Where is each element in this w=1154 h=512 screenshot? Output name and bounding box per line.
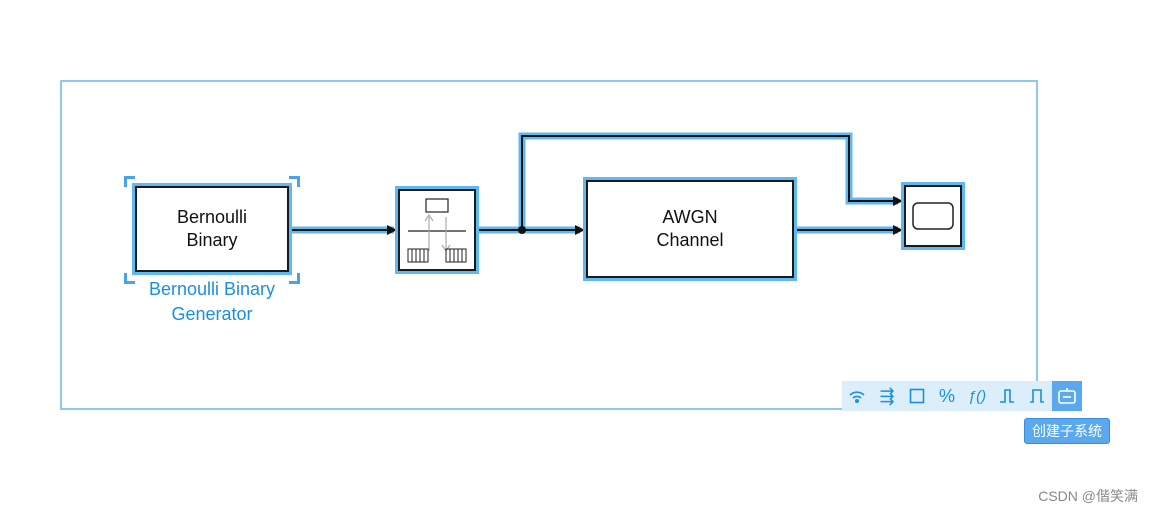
watermark: CSDN @偕笑满: [1038, 488, 1138, 504]
bernoulli-block-text-2: Binary: [186, 230, 238, 250]
percent-icon[interactable]: %: [938, 385, 955, 406]
line-branch-to-scope: [521, 135, 903, 230]
quick-action-toolbar: ⇶ % ƒ(): [842, 381, 1082, 411]
tooltip-create-subsystem: 创建子系统: [1024, 418, 1110, 444]
selection-frame: [60, 80, 1038, 410]
bernoulli-binary-block[interactable]: Bernoulli Binary: [135, 186, 289, 272]
function-icon[interactable]: ƒ(): [967, 387, 987, 405]
create-subsystem-icon[interactable]: [1052, 381, 1082, 411]
parallel-arrows-icon[interactable]: ⇶: [879, 385, 895, 406]
scope-block[interactable]: [904, 185, 962, 247]
awgn-block-text-1: AWGN: [662, 207, 718, 227]
branch-point: [518, 226, 526, 234]
pulse-icon[interactable]: [1022, 381, 1052, 411]
bernoulli-block-text-1: Bernoulli: [176, 207, 248, 227]
awgn-channel-block[interactable]: AWGN Channel: [586, 180, 794, 278]
signal-icon[interactable]: [842, 381, 872, 411]
rising-step-icon[interactable]: [992, 381, 1022, 411]
buffer-icon: [407, 198, 467, 263]
buffer-block[interactable]: [398, 189, 476, 271]
awgn-block-text-2: Channel: [656, 230, 724, 250]
square-icon[interactable]: [902, 381, 932, 411]
scope-icon: [912, 202, 954, 230]
bernoulli-selection-handles: [124, 176, 300, 284]
bernoulli-block-label[interactable]: Bernoulli Binary Generator: [148, 279, 276, 324]
